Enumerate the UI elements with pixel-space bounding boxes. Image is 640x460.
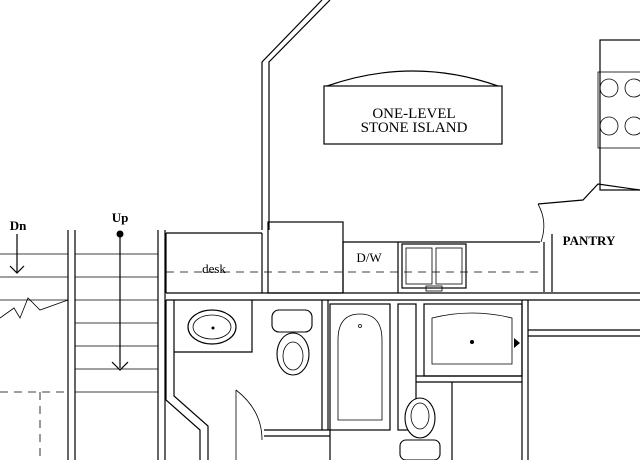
- stairs-down-arrow: Dn: [9, 218, 27, 274]
- cooktop: [597, 39, 640, 191]
- desk-label: desk: [202, 261, 226, 276]
- bathtub: [329, 303, 391, 431]
- counter-run: desk D/W: [165, 221, 544, 294]
- toilet-lower: [399, 397, 441, 460]
- exterior-walls: [261, 0, 331, 230]
- pantry: PANTRY: [537, 183, 640, 292]
- vanity-sink: [187, 309, 237, 345]
- staircase: [0, 230, 166, 460]
- stairs-up-label: Up: [112, 210, 129, 225]
- shower: [423, 303, 523, 377]
- island-label-line2: STONE ISLAND: [361, 120, 468, 136]
- dishwasher-label: D/W: [356, 250, 382, 265]
- stairs-up-arrow: Up: [111, 210, 129, 371]
- bathroom: [165, 300, 331, 460]
- linen-cabinet: [397, 303, 417, 431]
- toilet: [271, 309, 313, 376]
- island-label-line1: ONE-LEVEL: [372, 106, 455, 122]
- stone-island: ONE-LEVEL STONE ISLAND: [323, 70, 503, 145]
- stairs-down-label: Dn: [10, 218, 27, 233]
- corridor-wall: [166, 292, 640, 301]
- kitchen-sink: [401, 243, 467, 292]
- pantry-label: PANTRY: [563, 233, 616, 248]
- lower-right-rooms: [416, 300, 640, 460]
